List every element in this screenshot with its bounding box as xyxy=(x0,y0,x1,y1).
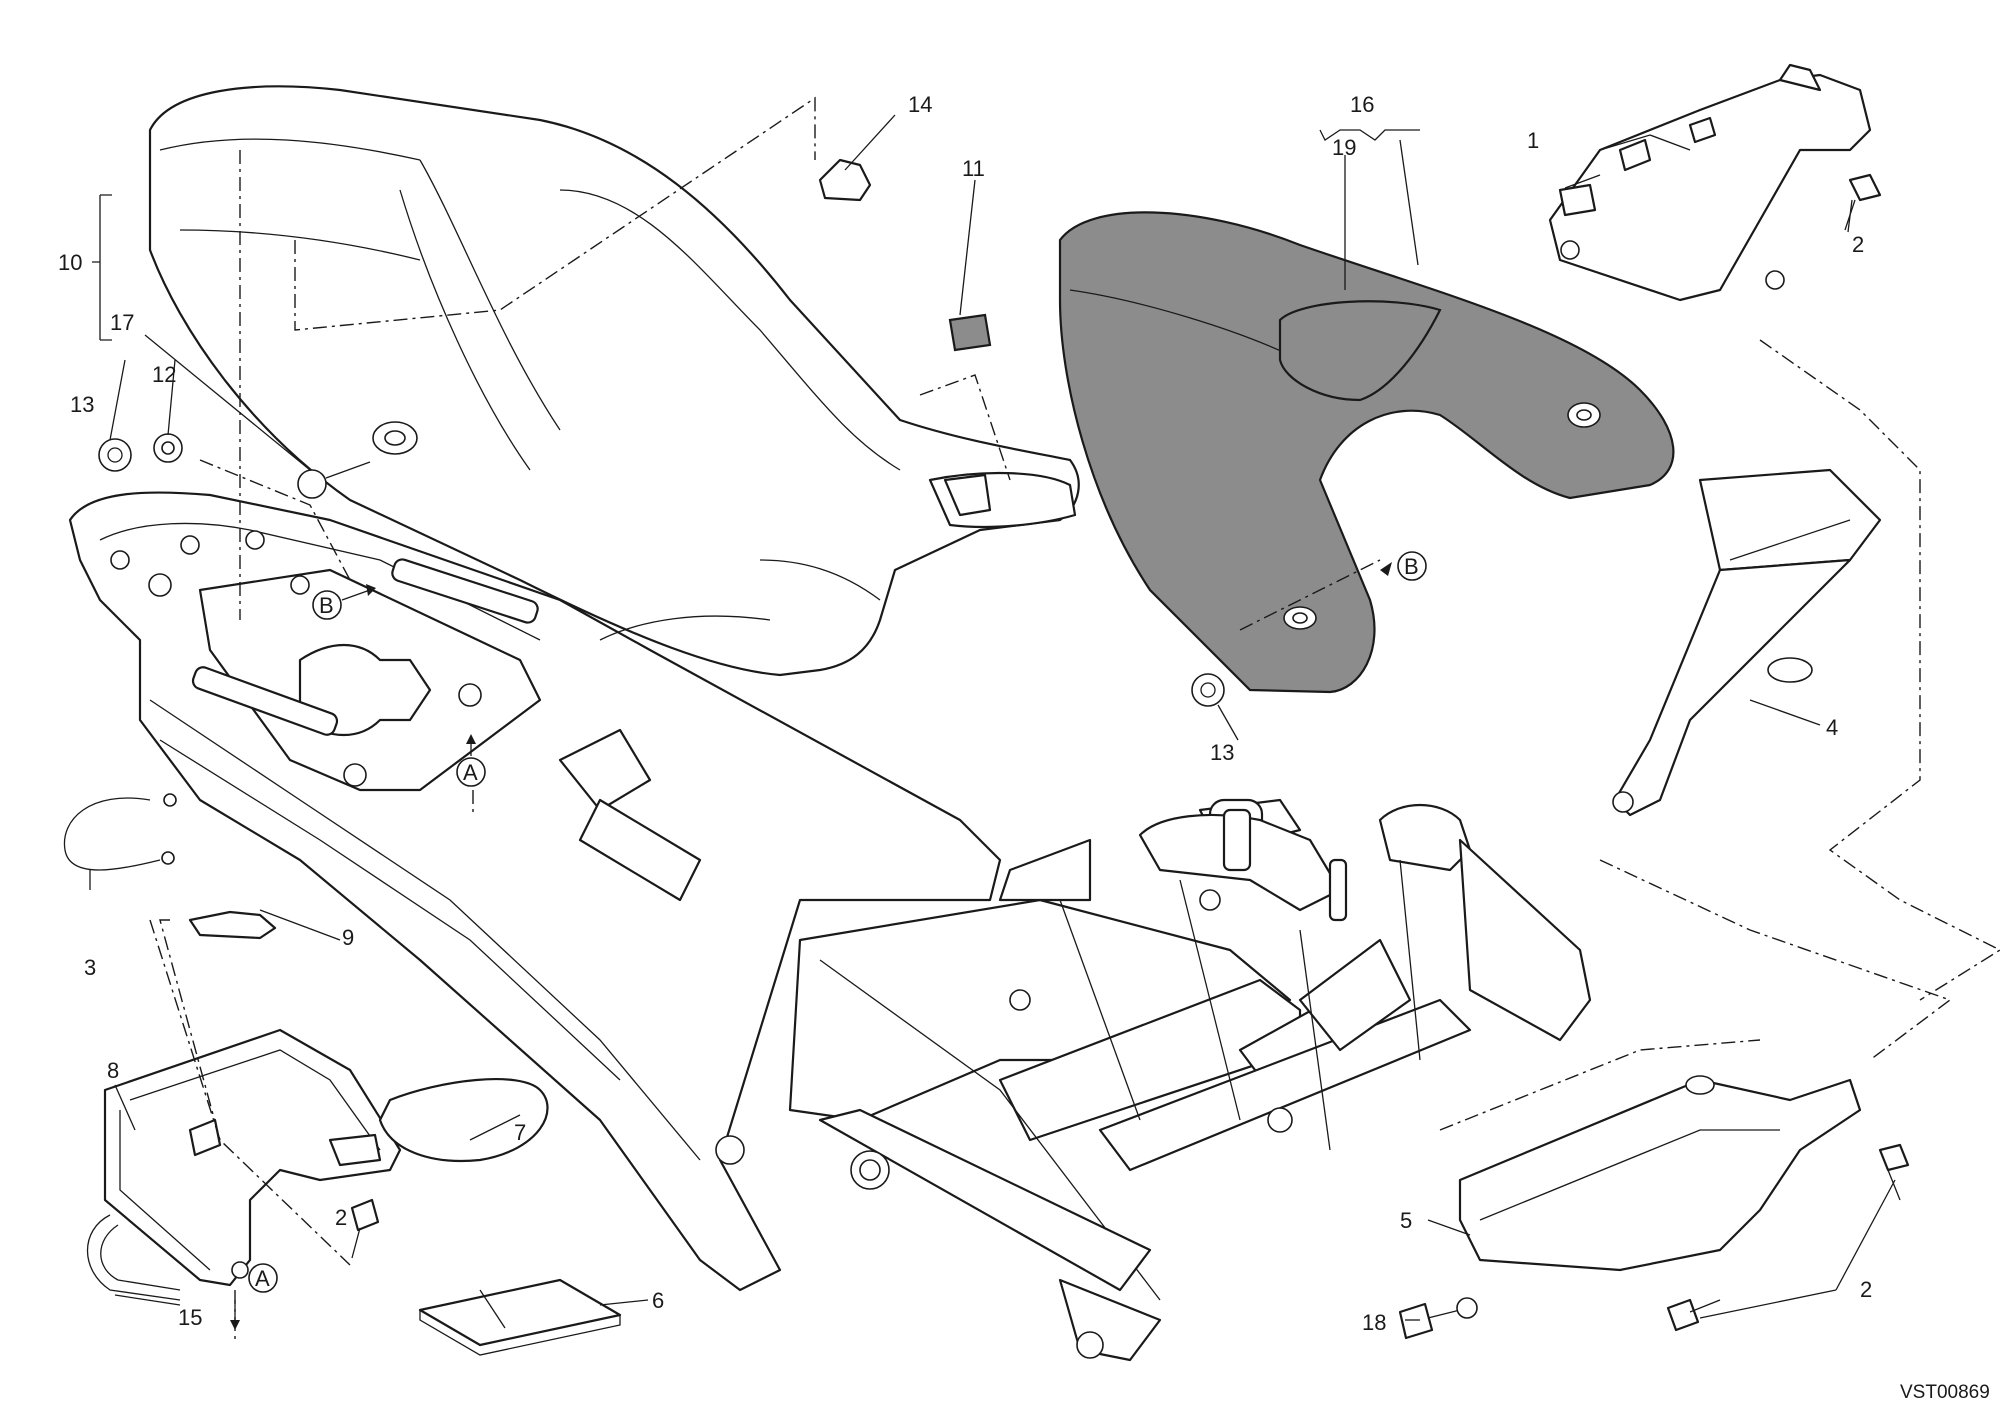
callout-14: 14 xyxy=(908,92,932,117)
callout-12: 12 xyxy=(152,362,176,387)
callout-13: 13 xyxy=(1210,740,1234,765)
cover-1 xyxy=(1548,63,1872,302)
callout-2: 2 xyxy=(335,1205,347,1230)
ref-marker-a: A xyxy=(255,1266,270,1291)
callout-4: 4 xyxy=(1826,715,1838,740)
ref-marker-b: B xyxy=(1404,554,1419,579)
callout-19: 19 xyxy=(1332,135,1356,160)
callout-7: 7 xyxy=(514,1120,526,1145)
ref-marker-b: B xyxy=(319,593,334,618)
callout-10: 10 xyxy=(58,250,82,275)
callout-8: 8 xyxy=(107,1058,119,1083)
rider-seat xyxy=(148,85,1080,677)
callout-6: 6 xyxy=(652,1288,664,1313)
callout-9: 9 xyxy=(342,925,354,950)
leader-lines xyxy=(89,114,1896,1321)
drawing-code: VST00869 xyxy=(1900,1382,1990,1403)
rear-subframe xyxy=(68,491,1002,1292)
underseat-tray xyxy=(103,1028,402,1287)
seat-cover xyxy=(1058,211,1675,694)
callout-3: 3 xyxy=(84,955,96,980)
callout-13: 13 xyxy=(70,392,94,417)
callout-15: 15 xyxy=(178,1305,202,1330)
trellis-frame xyxy=(788,798,1592,1362)
reference-markers: A A B B xyxy=(230,551,1427,1330)
callout-1: 1 xyxy=(1527,128,1539,153)
fasteners xyxy=(63,158,1910,1356)
callout-labels: 1 2 2 2 3 4 5 6 7 8 9 10 11 12 13 13 14 … xyxy=(58,92,1872,1335)
callout-18: 18 xyxy=(1362,1310,1386,1335)
callout-11: 11 xyxy=(962,156,985,181)
cover-4 xyxy=(1612,468,1882,817)
ref-marker-a: A xyxy=(463,760,478,785)
callout-16: 16 xyxy=(1350,92,1374,117)
callout-2: 2 xyxy=(1852,232,1864,257)
callout-5: 5 xyxy=(1400,1208,1412,1233)
callout-17: 17 xyxy=(110,310,134,335)
callout-2: 2 xyxy=(1860,1277,1872,1302)
assembly-lines xyxy=(149,96,2000,1340)
cover-5 xyxy=(1458,1075,1862,1272)
